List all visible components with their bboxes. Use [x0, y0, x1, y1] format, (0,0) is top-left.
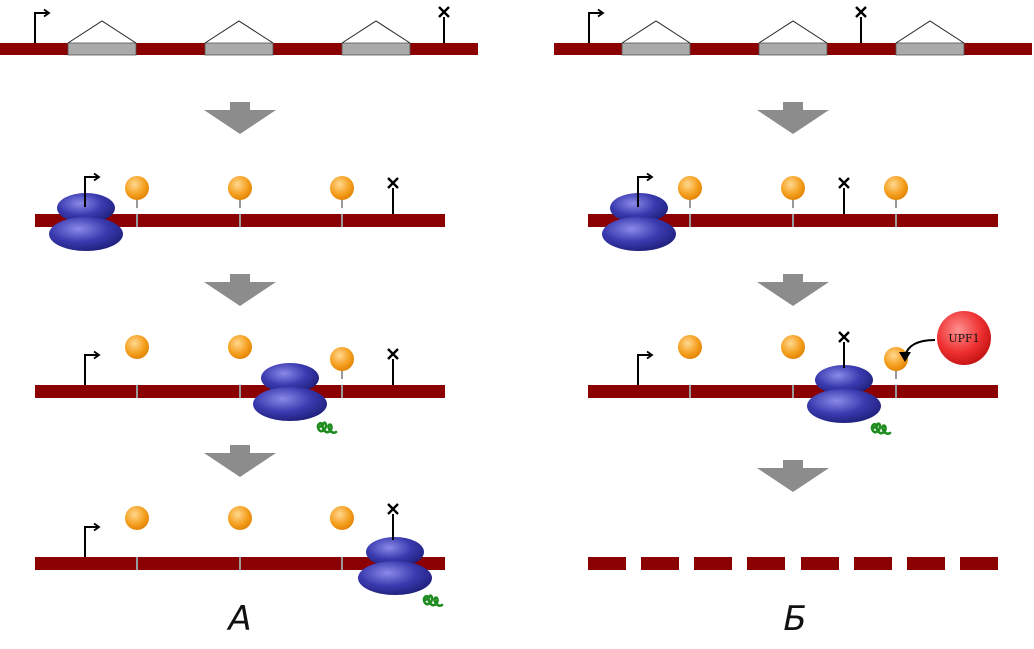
nascent-peptide-icon	[422, 594, 444, 608]
exon-junction-complex-icon	[228, 335, 252, 359]
degraded-mrna	[588, 557, 998, 570]
exon-junction-complex-icon	[227, 175, 253, 209]
mrna-fragment	[960, 557, 998, 570]
exon-junction-complex-icon	[329, 346, 355, 380]
mrna-b-row3: UPF1	[588, 311, 998, 436]
down-arrow-icon	[757, 274, 829, 306]
upf1-arrowhead	[899, 352, 911, 362]
panel-b: UPF1 Б	[554, 5, 1032, 639]
exon-junction-complex-icon	[780, 175, 806, 209]
ribosome-icon	[807, 365, 881, 423]
exon-junction-complex-icon	[124, 175, 150, 209]
exon-junction-complex-icon	[678, 335, 702, 359]
stop-codon-x-icon	[854, 5, 868, 45]
mrna-fragment	[801, 557, 839, 570]
intron	[67, 42, 137, 56]
exon-junction-complex-icon	[228, 506, 252, 530]
stop-codon-x-icon	[437, 5, 451, 45]
panel-label-a: A	[226, 599, 251, 639]
exon-junction-complex-icon	[883, 175, 909, 209]
upf1-label: UPF1	[948, 332, 979, 345]
exon-junction-complex-icon	[677, 175, 703, 209]
nascent-peptide-icon	[316, 421, 338, 435]
start-codon-flag-icon	[34, 8, 50, 44]
mrna-fragment	[694, 557, 732, 570]
exon-junction-complex-icon	[125, 335, 149, 359]
down-arrow-icon	[204, 274, 276, 306]
intron	[758, 42, 828, 56]
down-arrow-icon	[204, 445, 276, 477]
down-arrow-icon	[757, 460, 829, 492]
splice-arc	[895, 20, 965, 44]
pre-mrna-b	[554, 5, 1032, 56]
splice-arc	[204, 20, 274, 44]
exon-junction-complex-icon	[883, 346, 909, 380]
mrna-fragment	[907, 557, 945, 570]
upf1-protein-icon: UPF1	[937, 311, 991, 365]
start-codon-flag-icon	[588, 8, 604, 44]
mrna-fragment	[641, 557, 679, 570]
mrna-fragment	[588, 557, 626, 570]
exon-junction-complex-icon	[329, 175, 355, 209]
ribosome-icon	[358, 537, 432, 595]
splice-arc	[621, 20, 691, 44]
mrna-a-row4	[35, 502, 445, 608]
stop-codon-x-icon	[837, 176, 851, 216]
ribosome-icon	[253, 363, 327, 421]
splice-arc	[67, 20, 137, 44]
stop-codon-x-icon	[386, 502, 400, 542]
panel-a: A	[0, 5, 478, 639]
splice-arc	[758, 20, 828, 44]
stop-codon-x-icon	[386, 347, 400, 387]
exon-junction-complex-icon	[781, 335, 805, 359]
mrna-fragment	[747, 557, 785, 570]
mrna-b-row2	[588, 172, 998, 251]
stop-codon-x-icon	[837, 330, 851, 370]
exon-junction-complex-icon	[330, 506, 354, 530]
start-codon-flag-icon	[84, 350, 100, 386]
mrna-a-row3	[35, 335, 445, 435]
mrna-fragment	[854, 557, 892, 570]
mrna-a-row2	[35, 172, 445, 251]
down-arrow-icon	[204, 102, 276, 134]
intron	[621, 42, 691, 56]
pre-mrna-a	[0, 5, 478, 56]
exon-junction-complex-icon	[125, 506, 149, 530]
splice-arc	[341, 20, 411, 44]
intron	[895, 42, 965, 56]
start-codon-flag-icon	[637, 350, 653, 386]
panel-label-b: Б	[783, 599, 806, 639]
down-arrow-icon	[757, 102, 829, 134]
nascent-peptide-icon	[870, 422, 892, 436]
intron	[204, 42, 274, 56]
stop-codon-x-icon	[386, 176, 400, 216]
intron	[341, 42, 411, 56]
start-codon-flag-icon	[84, 522, 100, 558]
